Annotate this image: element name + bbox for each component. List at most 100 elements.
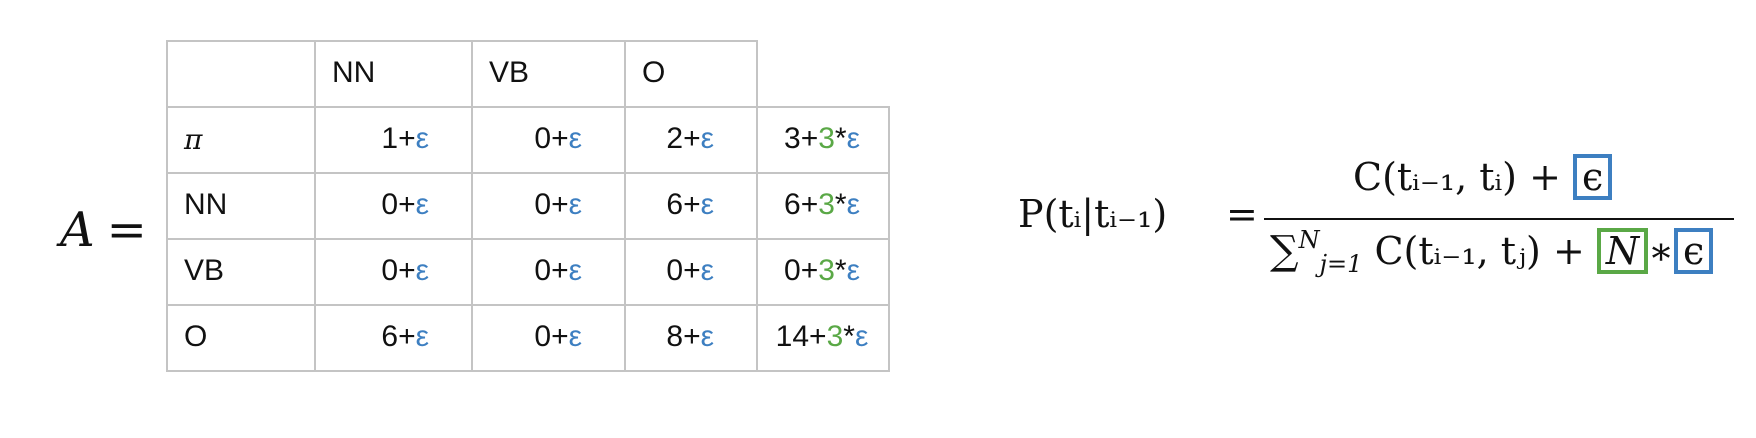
epsilon-term: ε	[568, 254, 582, 287]
plus-sign: +	[551, 254, 569, 287]
count-cell: 2+ε	[624, 106, 756, 172]
row-total-cell: 3+3*ε	[756, 106, 888, 172]
table-rule	[166, 370, 890, 372]
count-value: 0	[534, 122, 552, 155]
smoothing-multiplier: 3	[818, 254, 835, 287]
plus-sign: +	[398, 188, 416, 221]
table-column-rule	[624, 40, 626, 372]
plus-sign: +	[800, 254, 819, 287]
smoothing-multiplier: 3	[818, 188, 835, 221]
plus-sign: +	[551, 122, 569, 155]
count-value: 6	[381, 320, 399, 353]
column-header: NN	[332, 56, 376, 89]
row-total-cell: 6+3*ε	[756, 172, 888, 238]
epsilon-term: ε	[846, 254, 860, 287]
epsilon-term: ε	[854, 320, 869, 353]
table-column-rule	[314, 40, 316, 372]
epsilon-term: ε	[415, 188, 429, 221]
plus-sign: +	[398, 254, 416, 287]
matrix-symbol: A	[60, 202, 95, 258]
epsilon-term: ε	[415, 320, 429, 353]
count-cell: 6+ε	[624, 172, 756, 238]
plus-sign: +	[800, 122, 819, 155]
smoothing-multiplier: 3	[826, 320, 844, 353]
plus-sign: +	[398, 320, 416, 353]
count-value: 0	[381, 254, 399, 287]
count-cell: 8+ε	[624, 304, 756, 370]
count-value: 0	[666, 254, 684, 287]
epsilon-term: ε	[568, 320, 582, 353]
plus-sign: +	[683, 122, 701, 155]
count-cell: 1+ε	[314, 106, 471, 172]
plus-sign: +	[551, 320, 569, 353]
epsilon-term: ε	[700, 122, 714, 155]
row-total-cell: 14+3*ε	[756, 304, 888, 370]
table-column-rule	[888, 106, 890, 372]
count-cell: 0+ε	[314, 172, 471, 238]
table-rule	[166, 106, 890, 108]
epsilon-term: ε	[700, 320, 714, 353]
row-header: O	[184, 320, 208, 353]
epsilon-term: ε	[415, 254, 429, 287]
formula-denominator: ∑Nj=1 C(tᵢ₋₁, tⱼ) + N∗ϵ	[1270, 226, 1714, 278]
row-header: VB	[184, 254, 225, 287]
epsilon-term: ε	[700, 188, 714, 221]
count-value: 0	[381, 188, 399, 221]
table-rule	[166, 40, 758, 42]
formula-equals: =	[1226, 192, 1258, 236]
table-rule	[166, 238, 890, 240]
count-cell: 0+ε	[314, 238, 471, 304]
epsilon-term: ε	[415, 122, 429, 155]
denominator-n: N	[1605, 229, 1640, 273]
epsilon-term: ε	[568, 122, 582, 155]
plus-sign: +	[809, 320, 827, 353]
table-column-rule	[166, 40, 168, 372]
denominator-star: ∗	[1648, 229, 1674, 273]
multiply-sign: *	[843, 320, 855, 353]
matrix-equals: =	[106, 202, 147, 258]
plus-sign: +	[551, 188, 569, 221]
plus-sign: +	[683, 254, 701, 287]
epsilon-term: ε	[700, 254, 714, 287]
sum-upper-limit: N	[1298, 226, 1320, 254]
row-total-value: 0	[784, 254, 801, 287]
row-total-value: 6	[784, 188, 801, 221]
smoothing-multiplier: 3	[818, 122, 835, 155]
epsilon-term: ε	[846, 122, 860, 155]
plus-sign: +	[398, 122, 416, 155]
sum-lower-limit: j=1	[1319, 250, 1363, 278]
formula-lhs: P(tᵢ|tᵢ₋₁)	[1018, 192, 1168, 236]
count-value: 0	[534, 320, 552, 353]
table-rule	[166, 172, 890, 174]
count-cell: 0+ε	[471, 238, 624, 304]
table-column-rule	[756, 40, 758, 372]
count-cell: 0+ε	[471, 172, 624, 238]
multiply-sign: *	[834, 254, 847, 287]
denominator-epsilon: ϵ	[1682, 229, 1705, 273]
row-total-value: 3	[784, 122, 801, 155]
count-value: 0	[534, 254, 552, 287]
formula-numerator: C(tᵢ₋₁, tᵢ) + ϵ	[1353, 154, 1613, 200]
count-cell: 6+ε	[314, 304, 471, 370]
plus-sign: +	[683, 320, 701, 353]
row-header: π	[184, 122, 203, 156]
epsilon-term: ε	[568, 188, 582, 221]
count-cell: 0+ε	[471, 106, 624, 172]
denominator-epsilon-box: ϵ	[1673, 228, 1714, 274]
denominator-count: C(tᵢ₋₁, tⱼ) +	[1374, 229, 1585, 273]
table-rule	[166, 304, 890, 306]
count-cell: 0+ε	[624, 238, 756, 304]
column-header: O	[642, 56, 666, 89]
plus-sign: +	[683, 188, 701, 221]
row-total-value: 14	[775, 320, 810, 353]
row-total-cell: 0+3*ε	[756, 238, 888, 304]
numerator-count: C(tᵢ₋₁, tᵢ) +	[1353, 155, 1561, 199]
multiply-sign: *	[834, 188, 847, 221]
epsilon-term: ε	[846, 188, 860, 221]
numerator-epsilon: ϵ	[1582, 155, 1604, 199]
sum-symbol: ∑	[1270, 228, 1299, 274]
count-value: 6	[666, 188, 684, 221]
multiply-sign: *	[834, 122, 847, 155]
table-column-rule	[471, 40, 473, 372]
